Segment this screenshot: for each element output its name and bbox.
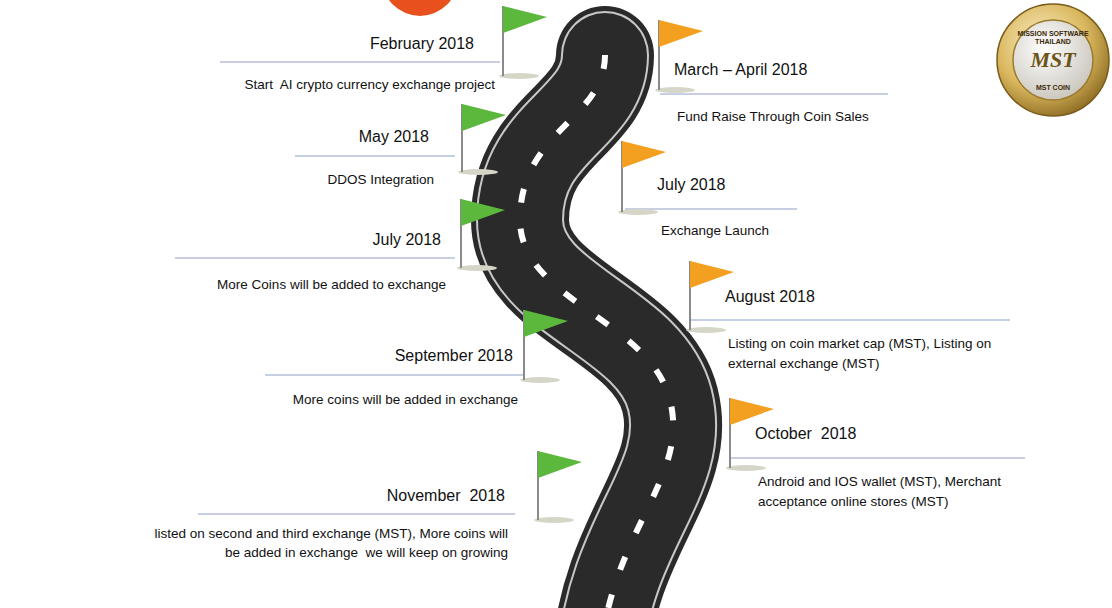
- milestone-text: Start AI crypto currency exchange projec…: [195, 76, 495, 94]
- coin-logo: [997, 4, 1109, 116]
- milestone-date: November 2018: [305, 486, 505, 506]
- flag-shadow: [499, 73, 539, 79]
- flag-shadow: [458, 169, 498, 175]
- coin-text: MISSION SOFTWARE THAILAND: [1013, 30, 1093, 46]
- flag-shadow: [686, 327, 726, 333]
- milestone-date: August 2018: [725, 287, 925, 307]
- milestone-text: Exchange Launch: [661, 222, 811, 240]
- coin-text: MST COIN: [1013, 84, 1093, 92]
- flag-shadow: [520, 377, 560, 383]
- road: [520, 55, 673, 608]
- flag-shadow: [655, 87, 695, 93]
- sun-circle: [382, 0, 458, 16]
- flag-shadow: [618, 209, 658, 215]
- flag-shadow: [726, 465, 766, 471]
- flag-pennant: [690, 261, 734, 288]
- coin-text: MST: [1013, 47, 1093, 73]
- milestone-text: listed on second and third exchange (MST…: [150, 524, 508, 562]
- flag-shadow: [534, 517, 574, 523]
- flags: [457, 6, 774, 523]
- flag-pennant: [462, 104, 506, 131]
- milestone-text: Listing on coin market cap (MST), Listin…: [728, 334, 1028, 374]
- milestone-text: Fund Raise Through Coin Sales: [677, 108, 917, 126]
- flag-shadow: [457, 265, 497, 271]
- milestone-text: Android and IOS wallet (MST), Merchant a…: [758, 472, 1048, 512]
- milestone-date: March – April 2018: [674, 60, 904, 80]
- flag-pennant: [730, 398, 774, 425]
- milestone-date: February 2018: [274, 34, 474, 54]
- milestone-date: September 2018: [313, 346, 513, 366]
- flag-pennant: [503, 6, 547, 33]
- milestone-text: DDOS Integration: [284, 171, 434, 189]
- milestone-date: October 2018: [755, 424, 955, 444]
- milestone-date: July 2018: [291, 230, 441, 250]
- flag-pennant: [622, 141, 666, 168]
- milestone-text: More Coins will be added to exchange: [166, 276, 446, 294]
- flag-pennant: [538, 451, 582, 478]
- milestone-text: More coins will be added in exchange: [238, 391, 518, 409]
- milestone-date: July 2018: [657, 175, 807, 195]
- milestone-date: May 2018: [279, 127, 429, 147]
- flag-pennant: [524, 310, 568, 337]
- flag-pennant: [659, 20, 703, 47]
- flag-pennant: [461, 199, 505, 226]
